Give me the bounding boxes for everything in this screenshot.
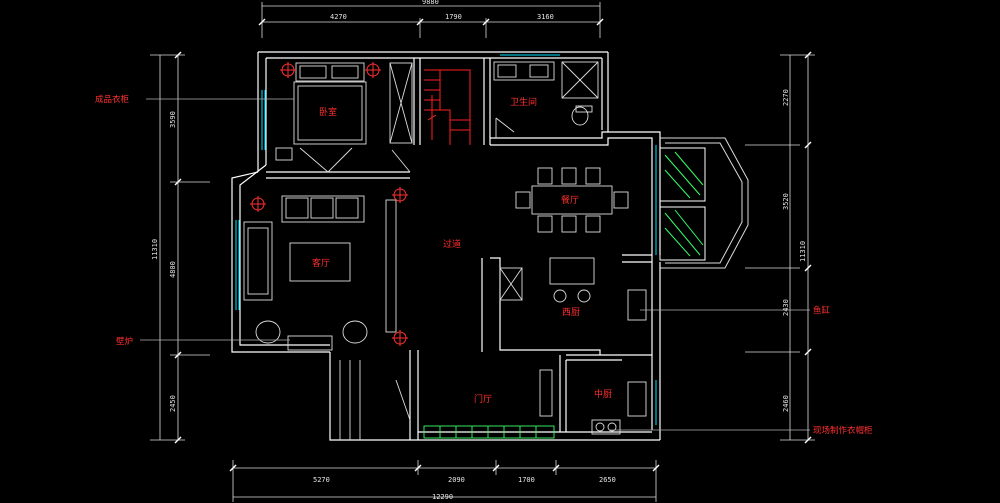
living-room-furniture xyxy=(243,195,397,351)
dim-top-3: 3160 xyxy=(537,13,554,21)
label-dining: 餐厅 xyxy=(561,194,579,206)
callout-wardrobe: 成品衣柜 xyxy=(95,94,130,105)
label-living: 客厅 xyxy=(312,257,330,269)
dim-bottom-4: 2650 xyxy=(599,476,616,484)
western-kitchen-furniture xyxy=(499,257,647,321)
dim-left-2: 4800 xyxy=(169,261,177,278)
dim-right-3: 2430 xyxy=(782,299,790,316)
label-chinese-kitchen: 中厨 xyxy=(594,388,612,400)
callout-custom-cabinet: 现场制作衣帽柜 xyxy=(813,425,873,436)
dim-bottom-total: 12290 xyxy=(432,493,453,501)
label-bedroom: 卧室 xyxy=(319,106,337,118)
dim-top-total: 9880 xyxy=(422,0,439,6)
bedroom-furniture xyxy=(275,62,413,173)
dim-left-3: 2450 xyxy=(169,395,177,412)
dimension-text-right: 2270 3520 2430 2460 11310 xyxy=(782,89,807,412)
windows xyxy=(235,54,657,425)
label-bathroom: 卫生间 xyxy=(510,96,537,108)
callout-fireplace: 壁炉 xyxy=(116,336,133,347)
dim-top-1: 4270 xyxy=(330,13,347,21)
dim-right-2: 3520 xyxy=(782,193,790,210)
callouts: 成品衣柜 壁炉 鱼缸 现场制作衣帽柜 xyxy=(95,94,873,436)
dining-table xyxy=(515,167,629,233)
callout-fish-tank: 鱼缸 xyxy=(813,305,831,316)
dim-left-1: 3590 xyxy=(169,111,177,128)
dimension-lines xyxy=(150,2,815,502)
bathroom-fixtures xyxy=(493,61,599,138)
walls xyxy=(231,51,661,441)
room-labels: 卧室 卫生间 餐厅 过道 客厅 西厨 门厅 中厨 xyxy=(312,96,612,405)
dim-right-total: 11310 xyxy=(799,241,807,262)
dim-top-2: 1790 xyxy=(445,13,462,21)
staircase xyxy=(424,69,471,145)
dim-bottom-2: 2090 xyxy=(448,476,465,484)
label-corridor: 过道 xyxy=(443,238,461,250)
label-western-kitchen: 西厨 xyxy=(562,307,580,318)
dimension-ticks xyxy=(174,18,812,472)
bay-window xyxy=(659,137,749,269)
chinese-kitchen-furniture xyxy=(539,369,647,435)
dim-bottom-1: 5270 xyxy=(313,476,330,484)
leader-lines xyxy=(140,98,810,431)
dimension-text-left: 11310 3590 4800 2450 xyxy=(151,111,177,412)
dim-bottom-3: 1700 xyxy=(518,476,535,484)
label-foyer: 门厅 xyxy=(474,393,492,405)
dimension-text-top: 9880 4270 1790 3160 xyxy=(330,0,554,21)
dim-right-4: 2460 xyxy=(782,395,790,412)
dimension-text-bottom: 5270 2090 1700 2650 12290 xyxy=(313,476,616,501)
dim-left-total: 11310 xyxy=(151,239,159,260)
dim-right-1: 2270 xyxy=(782,89,790,106)
bedroom-lamps xyxy=(280,62,381,78)
porch xyxy=(339,360,411,440)
living-room-lamps xyxy=(250,187,408,346)
custom-cabinet xyxy=(423,425,555,439)
